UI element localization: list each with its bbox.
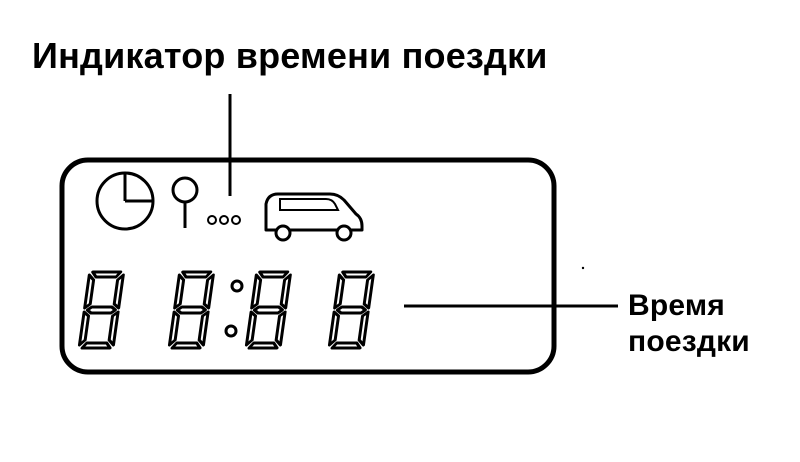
- indicator-dot: [207, 215, 217, 225]
- pin-icon: [171, 176, 199, 228]
- speck: [581, 266, 585, 270]
- trip-time-label-line2: поездки: [628, 325, 750, 358]
- digit-3: [244, 270, 292, 350]
- lcd-panel: [59, 157, 557, 375]
- clock-icon: [95, 171, 155, 231]
- trip-time-label: Время поездки: [628, 288, 750, 360]
- digit-1: [77, 270, 125, 350]
- digit-4: [327, 270, 375, 350]
- car-icon: [264, 192, 364, 242]
- indicator-dot: [219, 215, 229, 225]
- indicator-dot: [231, 215, 241, 225]
- trip-time-label-line1: Время: [628, 289, 725, 322]
- digit-2: [167, 270, 215, 350]
- colon: [224, 279, 244, 338]
- indicator-dots: [207, 215, 241, 225]
- trip-time-indicator-label: Индикатор времени поездки: [32, 35, 548, 76]
